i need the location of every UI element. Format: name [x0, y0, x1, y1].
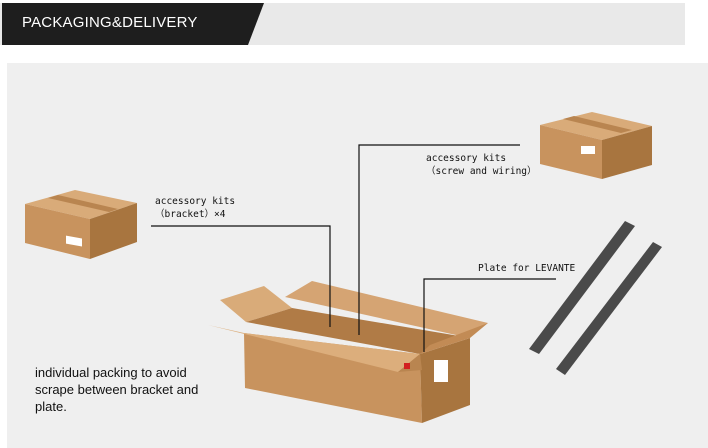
header-tab: [2, 3, 264, 45]
label-bracket-kit-line2: （bracket）×4: [155, 209, 226, 220]
packing-note: individual packing to avoid scrape betwe…: [35, 365, 199, 414]
section-title: PACKAGING&DELIVERY: [22, 14, 198, 31]
small-box-left: [25, 190, 137, 259]
large-box: [208, 281, 488, 423]
label-screw-kit-line1: accessory kits: [426, 153, 507, 164]
leader-lines: [151, 144, 556, 352]
label-screw-kit: accessory kits （screw and wiring）: [426, 152, 537, 178]
small-box-right: [540, 112, 652, 179]
plates: [529, 221, 662, 375]
label-bracket-kit: accessory kits （bracket）×4: [155, 195, 235, 221]
label-bracket-kit-line1: accessory kits: [155, 196, 236, 207]
label-plate: Plate for LEVANTE: [478, 263, 576, 274]
label-screw-kit-line2: （screw and wiring）: [426, 166, 537, 177]
